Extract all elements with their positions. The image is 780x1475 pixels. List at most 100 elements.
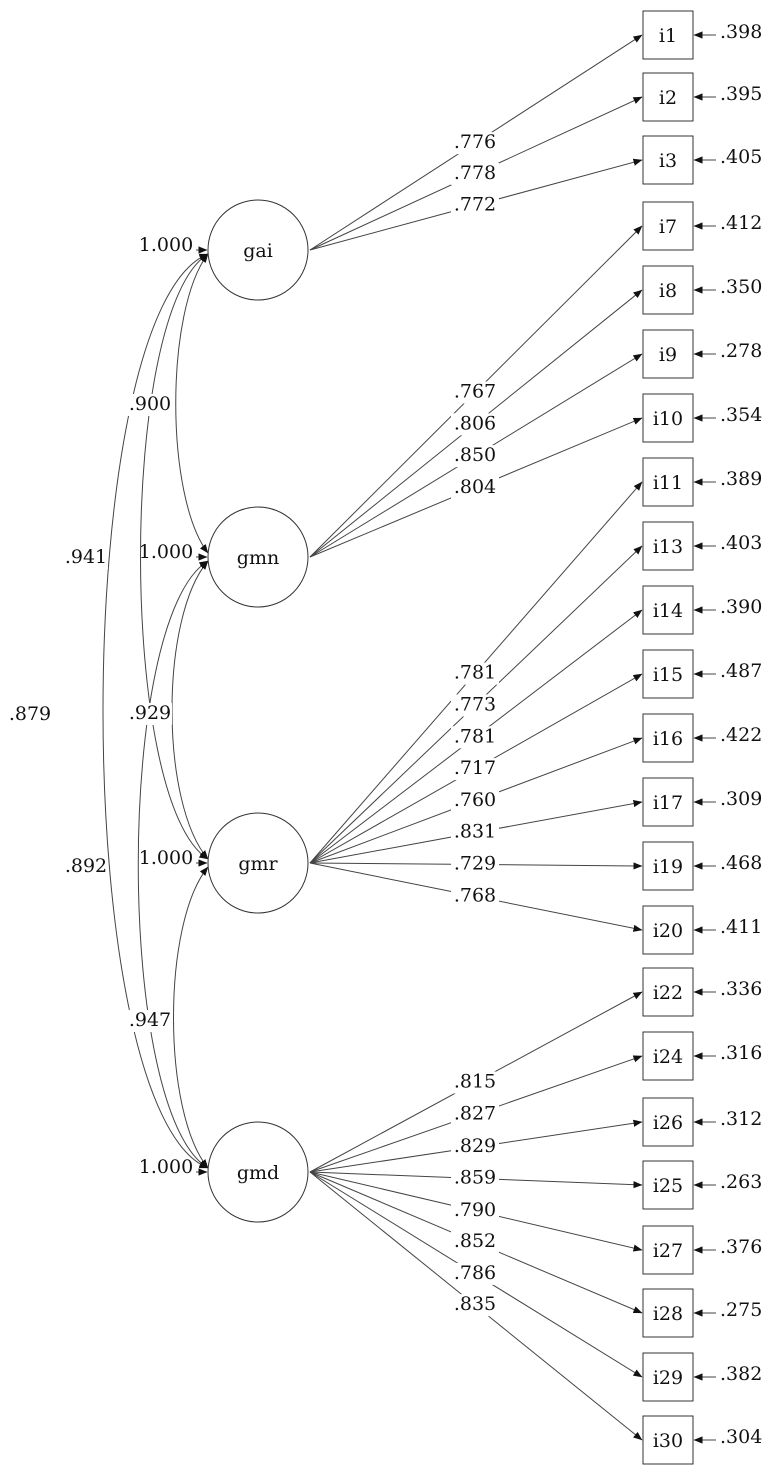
- loading-label-bg: [451, 1136, 499, 1159]
- indicator-label-i19: i19: [653, 856, 683, 878]
- correlation-label-gai-gmd: .879: [9, 703, 51, 725]
- latent-factor-gai: [207, 199, 309, 301]
- latent-factor-gmr: [207, 812, 309, 914]
- loading-label-i27: .790: [454, 1199, 496, 1221]
- error-variance-i11: .389: [720, 468, 762, 490]
- loading-label-bg: [451, 132, 499, 155]
- loading-label-bg: [451, 1167, 499, 1190]
- loading-label-bg: [451, 194, 499, 217]
- error-variance-i2: .395: [720, 83, 762, 105]
- indicator-box-i26: [642, 1097, 694, 1147]
- error-variance-i29: .382: [720, 1363, 762, 1385]
- error-variance-i17: .309: [720, 788, 762, 810]
- indicator-label-i2: i2: [659, 87, 677, 109]
- latent-factor-gmn: [207, 506, 309, 608]
- correlation-arc-gmr-gmd: [173, 866, 209, 1169]
- error-variance-i22: .336: [720, 978, 762, 1000]
- loading-label-i20: .768: [454, 884, 496, 906]
- indicator-label-i20: i20: [653, 920, 683, 942]
- indicator-box-i1: [642, 10, 694, 60]
- indicator-label-i15: i15: [653, 664, 683, 686]
- error-variance-i19: .468: [720, 852, 762, 874]
- error-variance-i20: .411: [720, 916, 762, 938]
- error-variance-i14: .390: [720, 596, 762, 618]
- loading-label-i1: .776: [454, 131, 496, 153]
- indicator-box-i14: [642, 585, 694, 635]
- indicator-box-i20: [642, 905, 694, 955]
- indicator-box-i24: [642, 1031, 694, 1081]
- correlation-label-gai-gmr: .941: [65, 546, 107, 568]
- factor-label-gmr: gmr: [238, 853, 278, 875]
- variance-label-gmn: 1.000: [139, 541, 193, 563]
- loading-label-bg: [451, 662, 499, 685]
- label-layer: 1.0001.0001.0001.000.776.398.778.395.772…: [8, 21, 762, 1448]
- loading-label-bg: [451, 476, 499, 499]
- error-variance-i9: .278: [720, 340, 762, 362]
- indicator-box-i7: [642, 201, 694, 251]
- loading-label-i2: .778: [454, 162, 496, 184]
- indicator-label-i30: i30: [653, 1430, 683, 1452]
- indicator-box-i3: [642, 135, 694, 185]
- indicator-label-i25: i25: [653, 1175, 683, 1197]
- loading-label-i17: .831: [454, 821, 496, 843]
- indicator-box-i10: [642, 393, 694, 443]
- indicator-label-i17: i17: [653, 792, 683, 814]
- connector-layer: [102, 31, 716, 1444]
- indicator-box-i11: [642, 457, 694, 507]
- correlation-label-bg: [128, 1010, 172, 1032]
- loading-label-i22: .815: [454, 1071, 496, 1093]
- error-variance-i7: .412: [720, 212, 762, 234]
- correlation-arc-gai-gmr: [140, 253, 209, 860]
- correlation-arc-gai-gmd: [102, 253, 209, 1169]
- factor-label-gmd: gmd: [237, 1162, 279, 1184]
- loading-label-bg: [451, 694, 499, 717]
- indicator-box-i19: [642, 841, 694, 891]
- indicator-label-i14: i14: [653, 600, 683, 622]
- loading-label-bg: [451, 1103, 499, 1126]
- factor-label-gai: gai: [243, 240, 273, 262]
- loading-label-i29: .786: [454, 1262, 496, 1284]
- indicator-label-i8: i8: [659, 280, 677, 302]
- loading-label-bg: [451, 1199, 499, 1222]
- indicator-label-i1: i1: [659, 25, 677, 47]
- loading-label-bg: [451, 1294, 499, 1317]
- indicator-label-i3: i3: [659, 150, 677, 172]
- indicator-label-i11: i11: [653, 472, 683, 494]
- indicator-label-i13: i13: [653, 536, 683, 558]
- loading-label-i14: .781: [454, 725, 496, 747]
- indicator-box-i15: [642, 649, 694, 699]
- factor-label-gmn: gmn: [237, 547, 279, 569]
- loading-label-i13: .773: [454, 693, 496, 715]
- indicator-box-i28: [642, 1288, 694, 1338]
- loading-label-bg: [451, 1231, 499, 1254]
- correlation-label-bg: [128, 703, 172, 725]
- loading-label-bg: [451, 789, 499, 812]
- loading-label-bg: [451, 726, 499, 749]
- variance-label-gmd: 1.000: [139, 1156, 193, 1178]
- loading-label-bg: [451, 1071, 499, 1094]
- loading-label-i15: .717: [454, 757, 496, 779]
- correlation-label-bg: [64, 547, 108, 569]
- loading-label-i11: .781: [454, 662, 496, 684]
- variance-label-gmr: 1.000: [139, 847, 193, 869]
- loading-label-i28: .852: [454, 1230, 496, 1252]
- loading-label-i30: .835: [454, 1293, 496, 1315]
- loading-label-i9: .850: [454, 444, 496, 466]
- indicator-label-i22: i22: [653, 982, 683, 1004]
- loading-label-bg: [451, 821, 499, 844]
- loading-label-i10: .804: [454, 476, 496, 498]
- correlation-arc-gmn-gmd: [137, 560, 209, 1169]
- error-variance-i13: .403: [720, 532, 762, 554]
- loading-label-i19: .729: [454, 852, 496, 874]
- indicator-box-i22: [642, 967, 694, 1017]
- indicator-label-i29: i29: [653, 1367, 683, 1389]
- indicator-box-i17: [642, 777, 694, 827]
- indicator-box-i9: [642, 329, 694, 379]
- latent-factor-gmd: [207, 1121, 309, 1223]
- correlation-label-bg: [8, 704, 52, 726]
- indicator-box-i16: [642, 713, 694, 763]
- correlation-label-gai-gmn: .900: [129, 393, 171, 415]
- error-variance-i1: .398: [720, 21, 762, 43]
- correlation-arc-gai-gmn: [175, 253, 209, 554]
